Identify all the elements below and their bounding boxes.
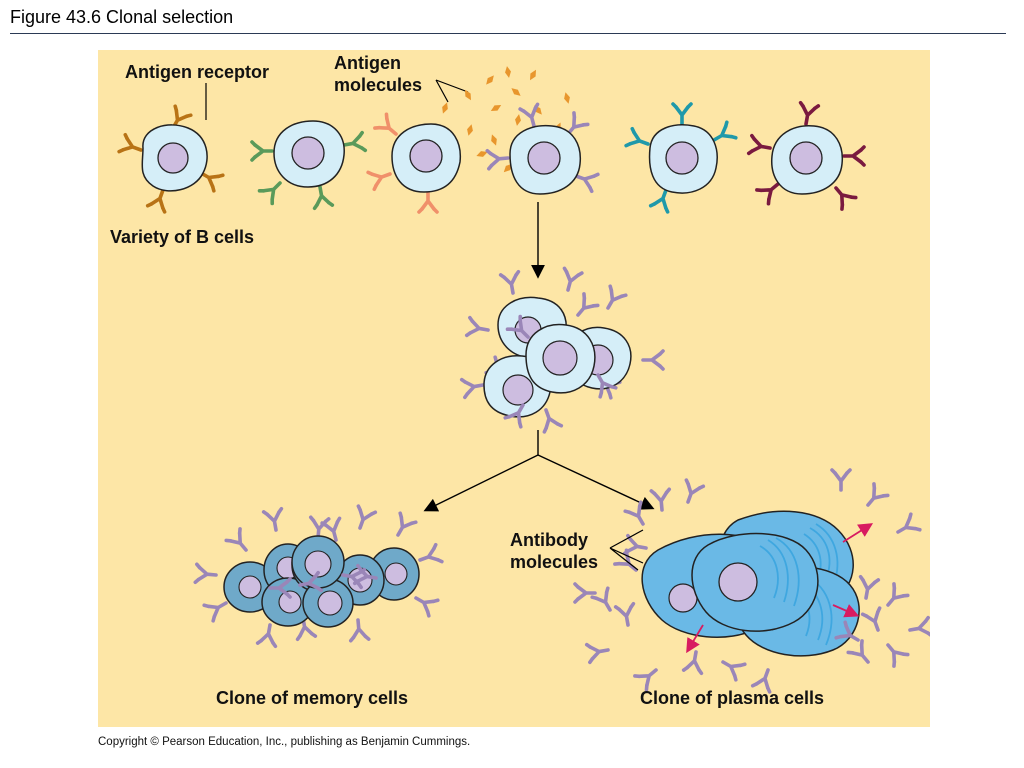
label-variety-of-b-cells: Variety of B cells (110, 227, 255, 247)
b-cell-selected (485, 102, 600, 195)
label-clone-of-memory-cells: Clone of memory cells (216, 688, 409, 708)
title-divider (10, 33, 1006, 34)
label-antibody-molecules: molecules (510, 552, 599, 572)
arrow-to-plasma (537, 454, 655, 510)
label-antigen: Antigen (334, 53, 401, 73)
memory-cell-clone (193, 504, 444, 649)
b-cell-5 (624, 102, 738, 214)
copyright-notice: Copyright © Pearson Education, Inc., pub… (98, 736, 471, 748)
figure-title: Figure 43.6 Clonal selection (10, 7, 234, 27)
label-clone-of-plasma-cells: Clone of plasma cells (640, 688, 825, 708)
diagram-canvas (117, 66, 930, 694)
b-cell-2 (250, 120, 368, 211)
plasma-secretion-arrows (686, 523, 874, 654)
label-antigen-receptor: Antigen receptor (125, 62, 270, 82)
antigen-molecules-leader (435, 79, 469, 103)
b-cell-6 (746, 100, 866, 211)
diagram-panel: Antigen receptor Antigen molecules Varie… (98, 50, 930, 727)
label-antibody: Antibody (510, 530, 588, 550)
plasma-cell-clone (641, 510, 874, 657)
antibody-molecules-leader (609, 529, 644, 571)
b-cell-1 (117, 104, 225, 214)
plasma-cell-center (691, 532, 819, 632)
label-antigen-molecules: molecules (334, 75, 423, 95)
proliferating-cluster (459, 266, 665, 434)
arrow-to-memory (423, 454, 539, 512)
b-cell-3 (366, 112, 462, 214)
